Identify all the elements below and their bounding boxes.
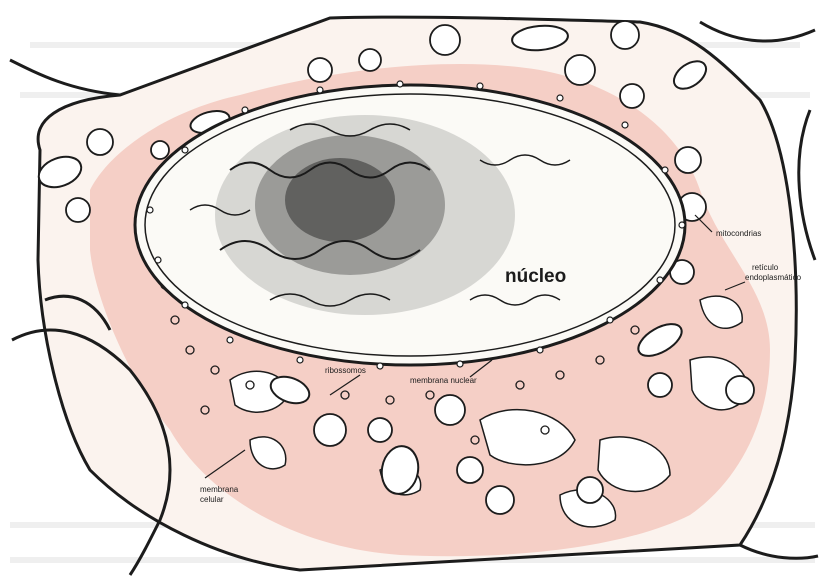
label-reticulo-line1: retículo bbox=[752, 263, 779, 272]
label-mitocondrias: mitocondrias bbox=[716, 229, 761, 238]
nucleus bbox=[135, 81, 685, 369]
label-ribossomos: ribossomos bbox=[325, 366, 366, 375]
label-membrana-celular-line2: celular bbox=[200, 495, 224, 504]
label-reticulo-line2: endoplasmático bbox=[745, 273, 802, 282]
label-membrana-celular-line1: membrana bbox=[200, 485, 239, 494]
label-nucleo: núcleo bbox=[505, 266, 566, 287]
label-membrana-nuclear: membrana nuclear bbox=[410, 376, 477, 385]
